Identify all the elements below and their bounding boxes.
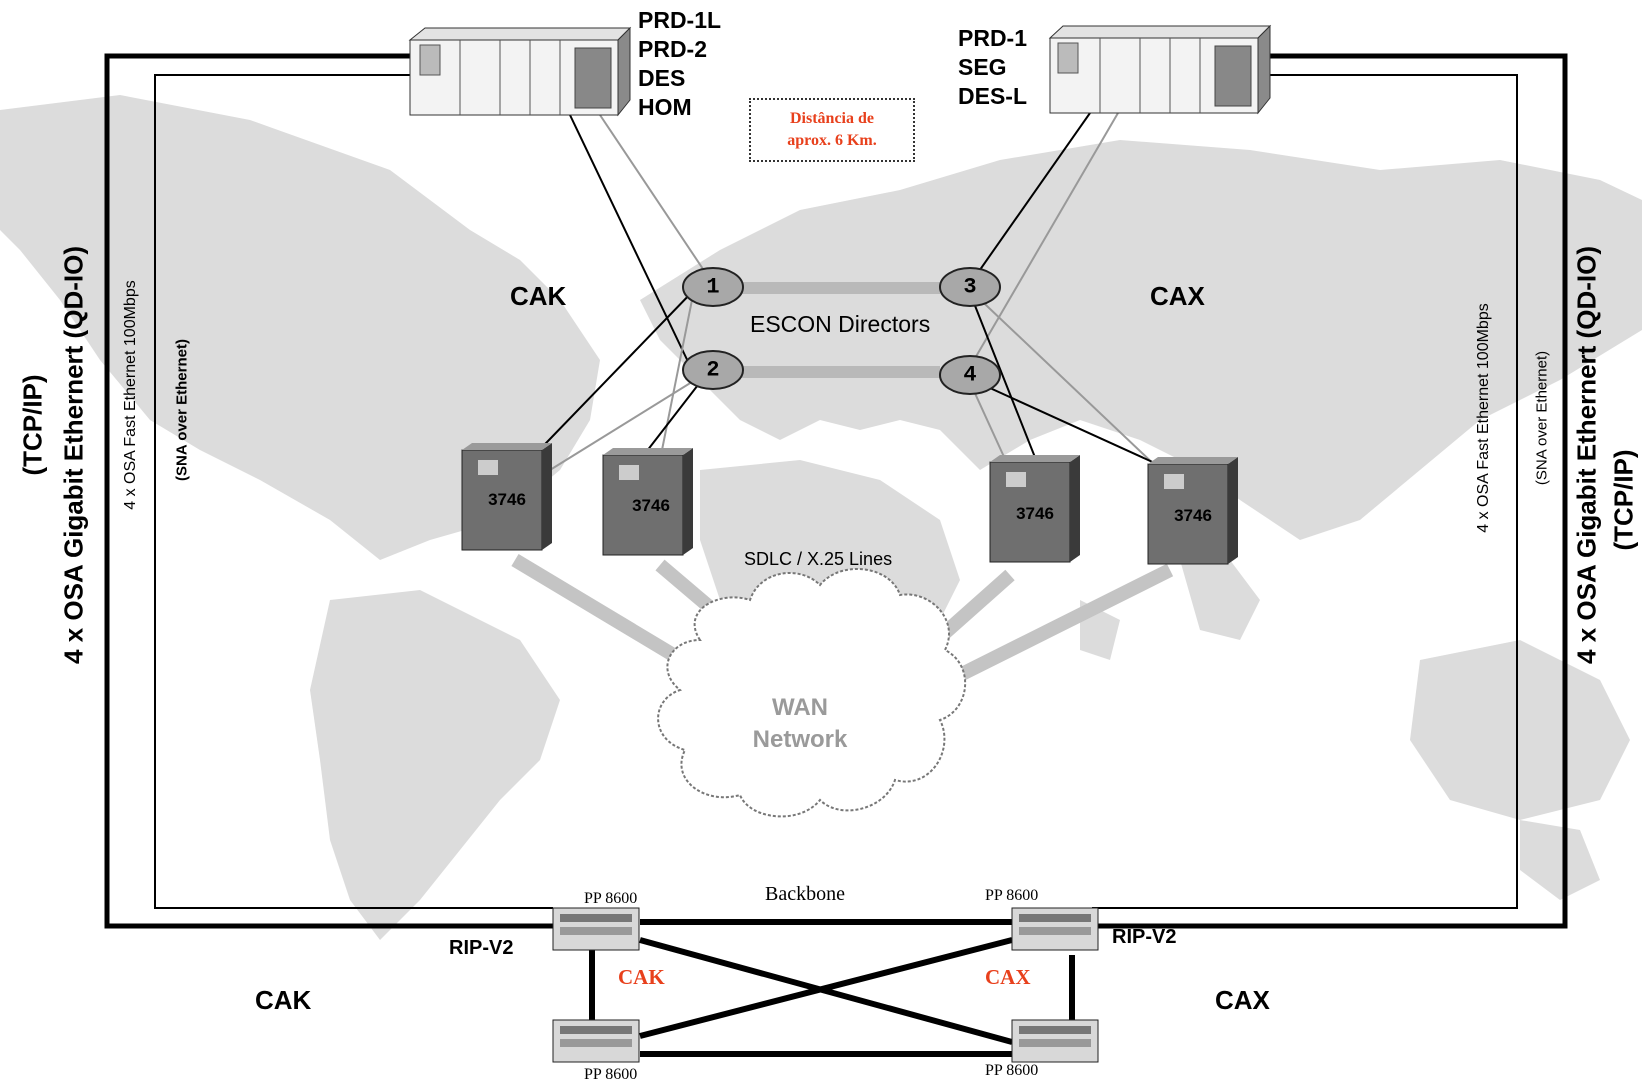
backbone-links xyxy=(589,919,1075,1057)
cax-host-list: PRD-1 SEG DES-L xyxy=(958,24,1027,111)
host-name: PRD-1 xyxy=(958,25,1028,51)
gigabit-link-right xyxy=(1092,53,1568,929)
controller-3746-1 xyxy=(461,443,552,551)
host-name: DES xyxy=(638,65,686,91)
sna-label-right: (SNA over Ethernet) xyxy=(1533,350,1551,486)
site-label-cax-top: CAX xyxy=(1150,281,1205,311)
escon-node-1: 1 xyxy=(706,274,720,300)
controller-label-1: 3746 xyxy=(488,490,526,509)
host-name: PRD-1L xyxy=(638,7,722,33)
fast-ethernet-link-right xyxy=(1092,74,1518,909)
router-label-cax-bottom: PP 8600 xyxy=(985,1062,1039,1079)
tcp-ip-label-right: (TCP/IP) xyxy=(1608,449,1639,551)
sdlc-x25-label: SDLC / X.25 Lines xyxy=(744,549,893,569)
rip-v2-label-right: RIP-V2 xyxy=(1112,926,1177,948)
host-name: PRD-2 xyxy=(638,36,708,62)
controller-3746-2 xyxy=(602,448,693,556)
distance-callout: Distância de aprox. 6 Km. xyxy=(749,98,915,162)
wan-line-1: WAN xyxy=(772,694,828,721)
gigabit-label-right: 4 x OSA Gigabit Ethernert (QD-IO) xyxy=(1571,246,1602,664)
sna-label-left: (SNA over Ethernet) xyxy=(173,339,191,481)
mainframe-cak xyxy=(408,26,632,117)
controller-label-4: 3746 xyxy=(1174,506,1212,525)
backbone-cax-tag: CAX xyxy=(985,965,1031,989)
router-label-cak-bottom: PP 8600 xyxy=(584,1066,638,1083)
fast-ethernet-label-left: 4 x OSA Fast Ethernet 100Mbps xyxy=(122,280,139,510)
site-label-cax-bottom: CAX xyxy=(1215,985,1270,1015)
fast-ethernet-label-right: 4 x OSA Fast Ethernet 100Mbps xyxy=(1475,303,1492,533)
routers xyxy=(552,907,1099,1063)
host-name: SEG xyxy=(958,54,1007,80)
controller-label-2: 3746 xyxy=(632,496,670,515)
gigabit-link-left xyxy=(104,53,553,929)
world-map-background xyxy=(0,95,1642,940)
tcp-ip-label-left: (TCP/IP) xyxy=(17,374,48,476)
distance-line-1: Distância de xyxy=(789,110,874,127)
escon-node-2: 2 xyxy=(706,357,720,383)
router-cak-bottom xyxy=(552,1019,640,1063)
rip-v2-label-left: RIP-V2 xyxy=(449,937,514,959)
escon-node-4: 4 xyxy=(963,362,977,388)
site-label-cak-bottom: CAK xyxy=(255,985,312,1015)
escon-directors-label: ESCON Directors xyxy=(750,311,931,337)
site-label-cak-top: CAK xyxy=(510,281,567,311)
backbone-cak-tag: CAK xyxy=(618,965,665,989)
controller-label-3: 3746 xyxy=(1016,504,1054,523)
router-cak-top xyxy=(552,907,640,951)
mainframe-cax xyxy=(1048,24,1272,115)
gigabit-label-left: 4 x OSA Gigabit Ethernert (QD-IO) xyxy=(58,246,89,664)
wan-label: WAN Network xyxy=(753,692,848,756)
router-cax-bottom xyxy=(1011,1019,1099,1063)
host-escon-links xyxy=(569,112,1119,373)
controller-3746-3 xyxy=(989,455,1080,563)
escon-nodes xyxy=(682,267,1001,395)
cak-host-list: PRD-1L PRD-2 DES HOM xyxy=(638,6,721,122)
fast-ethernet-link-left xyxy=(154,74,553,909)
wan-cloud xyxy=(657,568,967,818)
host-name: DES-L xyxy=(958,83,1027,109)
controller-3746-4 xyxy=(1147,457,1238,565)
host-name: HOM xyxy=(638,94,692,120)
router-label-cax-top: PP 8600 xyxy=(985,887,1039,904)
router-label-cak-top: PP 8600 xyxy=(584,890,638,907)
backbone-label: Backbone xyxy=(765,883,845,905)
distance-line-2: aprox. 6 Km. xyxy=(787,132,877,149)
escon-node-3: 3 xyxy=(963,274,977,300)
wan-line-2: Network xyxy=(752,726,848,753)
router-cax-top xyxy=(1011,907,1099,951)
